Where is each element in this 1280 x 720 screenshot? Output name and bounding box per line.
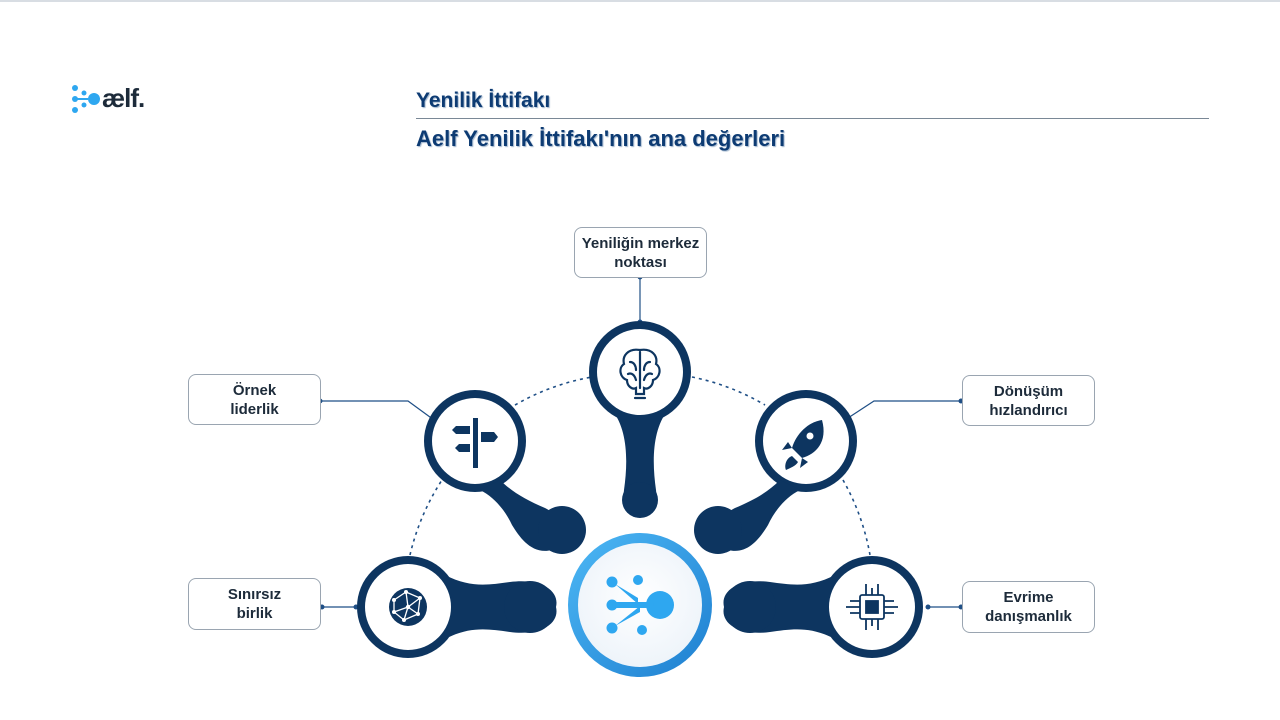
arc-lower-right — [842, 479, 871, 556]
arc-lower-left — [409, 479, 443, 556]
signpost-icon — [452, 418, 498, 468]
page-subtitle: Aelf Yenilik İttifakı'nın ana değerleri — [416, 126, 786, 151]
label-lower-right-line2: danışmanlık — [985, 608, 1072, 625]
page-title: Yenilik İttifakı — [416, 89, 551, 112]
connector-upper-left — [320, 400, 435, 421]
label-lower-left-line2: birlik — [236, 605, 273, 622]
title-divider — [416, 118, 1209, 119]
logo-text: ælf. — [102, 83, 145, 113]
label-lower-left: Sınırsız birlik — [188, 578, 321, 630]
aelf-logo-icon — [72, 85, 100, 113]
arc-upper-left — [514, 376, 593, 406]
label-lower-right-line1: Evrime — [1003, 589, 1054, 606]
top-rule — [0, 0, 1280, 2]
center-hub — [568, 533, 712, 677]
label-lower-right: Evrime danışmanlık — [962, 581, 1095, 633]
arc-upper-right — [691, 376, 766, 406]
connectors — [320, 277, 961, 608]
label-upper-right-line1: Dönüşüm — [993, 382, 1064, 400]
rocket-icon — [782, 420, 824, 470]
aelf-logo-icon — [606, 575, 674, 635]
label-top-line2: noktası — [614, 253, 667, 271]
dotted-arcs — [409, 376, 871, 556]
label-lower-left-line1: Sınırsız — [227, 586, 282, 603]
label-upper-right-line2: hızlandırıcı — [989, 401, 1068, 419]
label-upper-left-line2: liderlik — [230, 400, 279, 418]
label-upper-left-line1: Örnek — [232, 381, 277, 399]
label-top-line1: Yeniliğin merkez — [581, 234, 700, 252]
chip-icon — [846, 584, 898, 630]
aelf-logo: ælf. — [70, 84, 160, 114]
brain-icon — [619, 348, 661, 400]
globe-network-icon — [389, 588, 427, 626]
connector-upper-right — [847, 400, 961, 419]
